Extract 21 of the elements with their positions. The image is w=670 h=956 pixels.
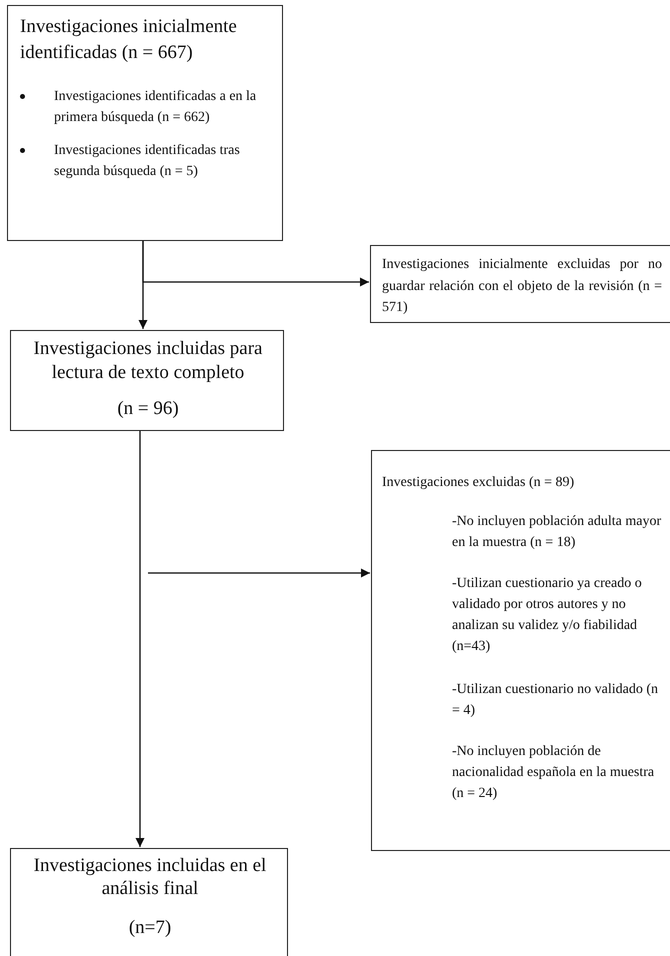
exclusion-heading: Investigaciones excluidas (n = 89): [382, 474, 576, 492]
box-heading: Investigaciones incluidas para lectura de texto completo: [32, 337, 264, 384]
count-text: (n=7): [128, 917, 172, 940]
box-heading: Investigaciones inicialmente identificadas (n = 667): [20, 15, 238, 65]
exclusion-reason: -No incluyen población de nacionalidad española en la muestra (n = 24): [452, 743, 656, 803]
bullet-text: Investigaciones identificadas a en la primera búsqueda (n = 662): [54, 88, 258, 127]
arrow: [142, 241, 369, 286]
bullet-text: Investigaciones identificadas tras segunda búsqueda (n = 5): [54, 142, 241, 181]
exclusion-reason: -Utilizan cuestionario ya creado o validado por otros autores y no analizan su validez y/o fiabilidad (n=43): [452, 575, 643, 656]
process-box: [10, 848, 288, 956]
arrow: [136, 431, 144, 847]
count-text: (n = 96): [116, 397, 180, 421]
process-box: [371, 450, 670, 851]
process-box: [7, 5, 283, 241]
box-heading: Investigaciones incluidas en el análisis final: [32, 855, 268, 901]
process-box: [370, 245, 670, 323]
exclusion-reason: -Utilizan cuestionario no validado (n = 4): [452, 681, 660, 720]
exclusion-reason: -No incluyen población adulta mayor en la muestra (n = 18): [452, 513, 662, 552]
process-box: [10, 330, 284, 431]
arrow: [148, 568, 370, 578]
exclusion-text: Investigaciones inicialmente excluidas por no guardar relación con el objeto de la revisión (n = 571): [382, 256, 662, 318]
